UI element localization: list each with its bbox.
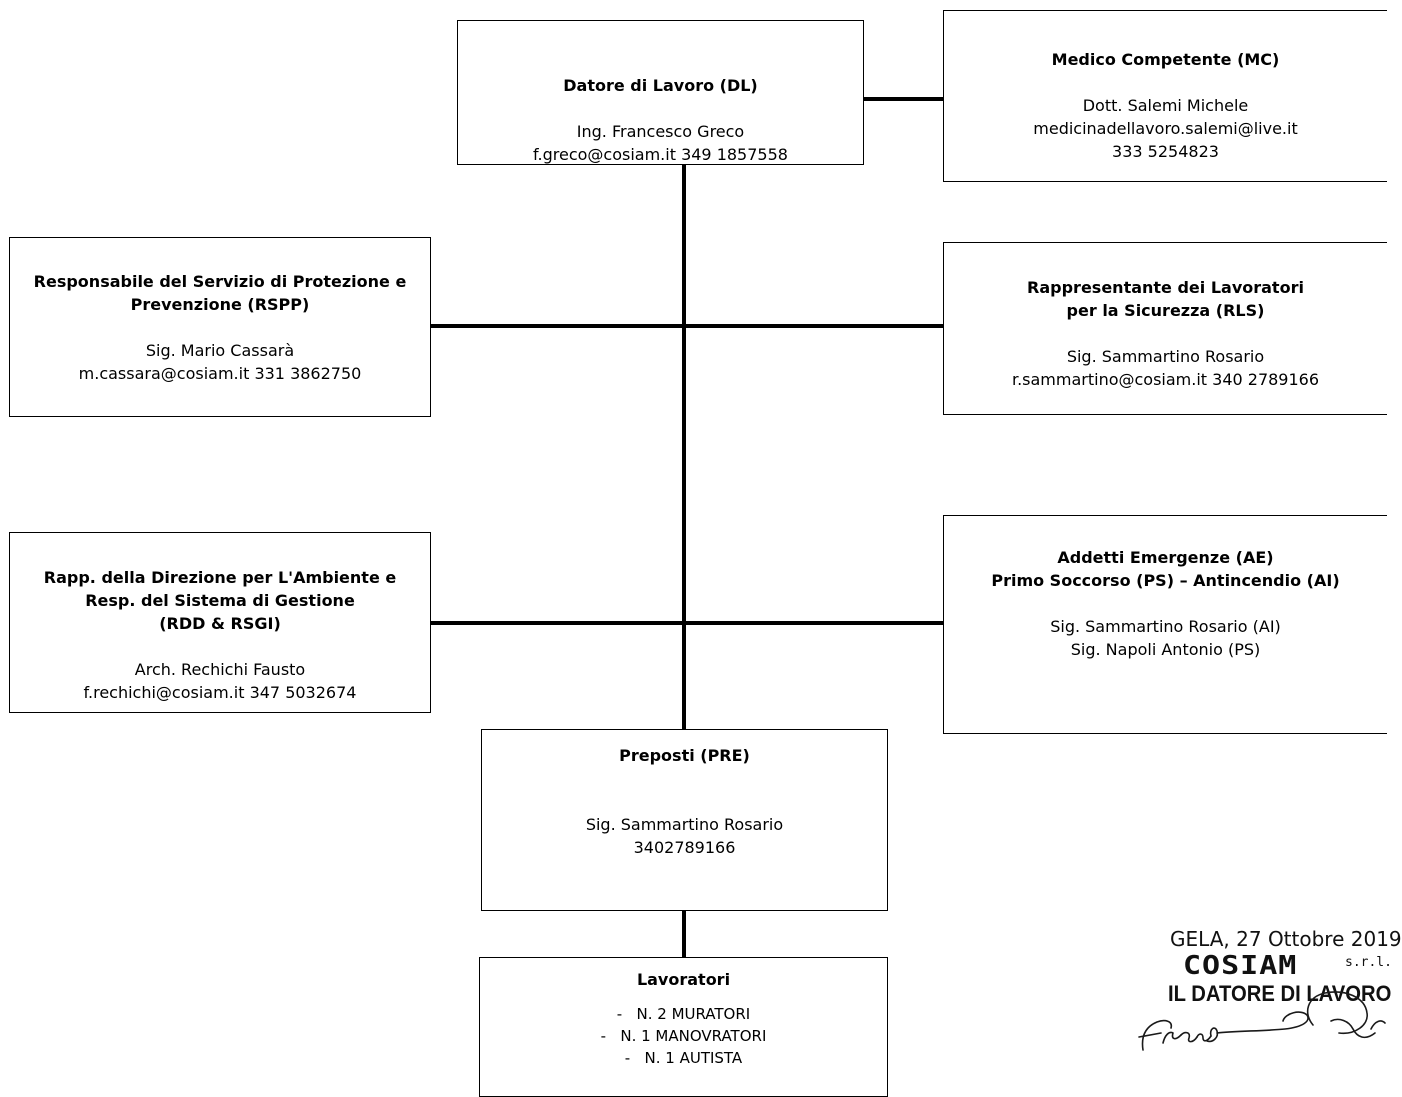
handwritten-signature	[1138, 991, 1386, 1051]
node-title-line: Primo Soccorso (PS) – Antincendio (AI)	[991, 571, 1340, 590]
person-name: Arch. Rechichi Fausto	[134, 660, 306, 679]
node-lavoratori: Lavoratori - N. 2 MURATORI - N. 1 MANOVR…	[479, 957, 888, 1097]
person-contact: r.sammartino@cosiam.it 340 2789166	[1011, 370, 1320, 389]
list-item: - N. 1 AUTISTA	[624, 1049, 743, 1067]
member-name: Sig. Sammartino Rosario (AI)	[1050, 617, 1281, 636]
person-phone: 3402789166	[633, 838, 736, 857]
node-medico-competente: Medico Competente (MC) Dott. Salemi Mich…	[943, 10, 1387, 182]
node-rdd-rsgi: Rapp. della Direzione per L'Ambiente e R…	[9, 532, 431, 713]
node-title-line: Addetti Emergenze (AE)	[1057, 548, 1274, 567]
person-name: Sig. Sammartino Rosario	[585, 815, 784, 834]
node-title: Preposti (PRE)	[619, 746, 750, 765]
node-title: Datore di Lavoro (DL)	[563, 76, 758, 95]
node-datore-di-lavoro: Datore di Lavoro (DL) Ing. Francesco Gre…	[457, 20, 864, 165]
company-stamp-logo: COSIAM	[1183, 951, 1298, 981]
list-item: - N. 2 MURATORI	[616, 1005, 751, 1023]
node-addetti-emergenze: Addetti Emergenze (AE) Primo Soccorso (P…	[943, 515, 1387, 734]
person-name: Ing. Francesco Greco	[576, 122, 745, 141]
node-title-line: Prevenzione (RSPP)	[130, 295, 310, 314]
stamp-role: IL DATORE DI LAVORO	[1168, 981, 1392, 1006]
node-rspp: Responsabile del Servizio di Protezione …	[9, 237, 431, 417]
person-name: Dott. Salemi Michele	[1082, 96, 1249, 115]
place-date: GELA, 27 Ottobre 2019	[1170, 927, 1402, 951]
company-stamp-srl: s.r.l.	[1345, 955, 1392, 970]
node-title: Lavoratori	[636, 970, 731, 989]
person-email: medicinadellavoro.salemi@live.it	[1033, 119, 1298, 138]
member-name: Sig. Napoli Antonio (PS)	[1070, 640, 1261, 659]
node-title-line: Rapp. della Direzione per L'Ambiente e	[43, 568, 397, 587]
person-phone: 333 5254823	[1112, 142, 1219, 161]
node-title: Medico Competente (MC)	[1051, 50, 1280, 69]
signature-block: GELA, 27 Ottobre 2019 COSIAM s.r.l. IL D…	[1135, 925, 1402, 1093]
person-contact: m.cassara@cosiam.it 331 3862750	[78, 364, 362, 383]
node-title-line: Responsabile del Servizio di Protezione …	[33, 272, 407, 291]
node-title-line: (RDD & RSGI)	[159, 614, 281, 633]
person-contact: f.greco@cosiam.it 349 1857558	[533, 145, 788, 164]
node-preposti: Preposti (PRE) Sig. Sammartino Rosario 3…	[481, 729, 888, 911]
list-item: - N. 1 MANOVRATORI	[600, 1027, 767, 1045]
person-contact: f.rechichi@cosiam.it 347 5032674	[83, 683, 357, 702]
node-title-line: Resp. del Sistema di Gestione	[85, 591, 355, 610]
node-title-line: per la Sicurezza (RLS)	[1066, 301, 1265, 320]
person-name: Sig. Mario Cassarà	[145, 341, 295, 360]
person-name: Sig. Sammartino Rosario	[1066, 347, 1265, 366]
node-rls: Rappresentante dei Lavoratori per la Sic…	[943, 242, 1387, 415]
node-title-line: Rappresentante dei Lavoratori	[1027, 278, 1304, 297]
